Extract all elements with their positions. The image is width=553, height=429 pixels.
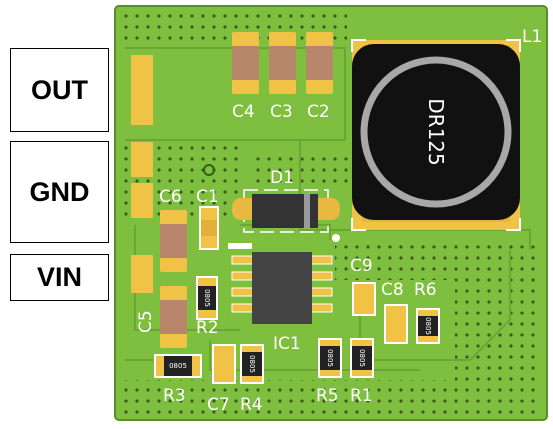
res-r5: 0805 bbox=[318, 338, 342, 378]
cap-c5 bbox=[160, 286, 187, 348]
pkg-r5: 0805 bbox=[326, 349, 334, 367]
label-c5: C5 bbox=[136, 310, 156, 333]
label-r5: R5 bbox=[316, 386, 339, 406]
label-c1: C1 bbox=[196, 187, 219, 207]
res-r6: 0805 bbox=[416, 308, 440, 344]
label-c3: C3 bbox=[270, 102, 293, 122]
label-c9: C9 bbox=[350, 256, 373, 276]
label-c8: C8 bbox=[381, 280, 404, 300]
cap-c6 bbox=[160, 210, 187, 272]
label-c2: C2 bbox=[307, 102, 330, 122]
ic-ic1 bbox=[228, 243, 333, 324]
connector-label-gnd: GND bbox=[10, 141, 109, 243]
label-l1: L1 bbox=[522, 27, 542, 47]
res-r2: 0805 bbox=[196, 276, 218, 320]
pkg-r4: 0805 bbox=[248, 355, 256, 373]
label-r4: R4 bbox=[240, 395, 263, 415]
label-c4: C4 bbox=[232, 102, 255, 122]
cap-c2 bbox=[306, 32, 333, 94]
inductor-part-label: DR125 bbox=[424, 98, 448, 165]
connector-label-out: OUT bbox=[10, 48, 109, 132]
cap-c8 bbox=[384, 304, 408, 344]
edge-pads bbox=[131, 55, 153, 293]
label-ic1: IC1 bbox=[273, 334, 301, 354]
label-d1: D1 bbox=[270, 168, 294, 188]
cap-c1 bbox=[199, 206, 219, 250]
cap-c4 bbox=[232, 32, 259, 94]
cap-c9 bbox=[352, 282, 376, 316]
res-r4: 0805 bbox=[240, 344, 264, 384]
diode-d1 bbox=[232, 189, 340, 233]
cap-c3 bbox=[269, 32, 296, 94]
label-c7: C7 bbox=[207, 395, 230, 415]
label-r1: R1 bbox=[350, 386, 373, 406]
res-r1: 0805 bbox=[350, 338, 374, 378]
pkg-r3: 0805 bbox=[169, 362, 187, 370]
label-r2: R2 bbox=[196, 318, 219, 338]
label-r6: R6 bbox=[414, 280, 437, 300]
pkg-r6: 0805 bbox=[424, 317, 432, 335]
res-r3: 0805 bbox=[154, 354, 202, 378]
label-r3: R3 bbox=[163, 386, 186, 406]
pkg-r2: 0805 bbox=[203, 289, 211, 307]
inductor-l1: DR125 bbox=[351, 39, 521, 231]
label-c6: C6 bbox=[159, 187, 182, 207]
pkg-r1: 0805 bbox=[358, 349, 366, 367]
connector-label-vin: VIN bbox=[10, 254, 109, 301]
cap-c7 bbox=[212, 344, 236, 384]
